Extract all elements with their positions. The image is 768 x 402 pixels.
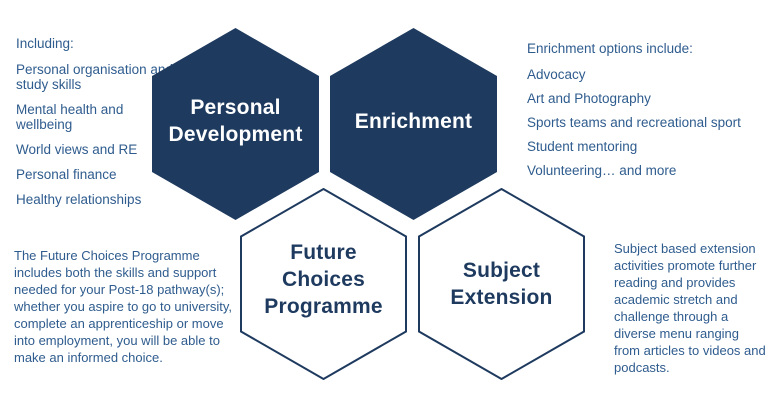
list-item: Mental health and wellbeing xyxy=(16,102,124,132)
hexagon-shape-icon xyxy=(152,28,319,220)
subject-extension-description: Subject based extension activities promo… xyxy=(614,241,766,375)
personal-development-options-list: Including: Personal organisation and stu… xyxy=(16,36,174,217)
hexagon-title-line: Development xyxy=(168,123,303,146)
hexagon-title-line: Choices xyxy=(281,267,366,291)
hexagon-shape-icon xyxy=(240,188,407,380)
hexagon-title: Subject Extension xyxy=(418,188,585,380)
hexagon-title-line: Future xyxy=(290,240,357,264)
hexagon-title: Future Choices Programme xyxy=(240,188,407,380)
hexagon-title-line: Subject xyxy=(462,259,541,282)
hexagon-shape-icon xyxy=(418,188,585,380)
list-item: Personal finance xyxy=(16,167,117,182)
list-item: Personal organisation and study skills xyxy=(16,62,173,92)
list-item: Sports teams and recreational sport xyxy=(527,115,741,130)
list-item: Advocacy xyxy=(527,67,586,82)
list-item: Volunteering… and more xyxy=(527,163,677,178)
hexagon-title: Personal Development xyxy=(152,28,319,220)
hexagon-title: Enrichment xyxy=(330,28,497,220)
enrichment-options-list: Enrichment options include: Advocacy Art… xyxy=(527,41,759,187)
hexagon-title-line: Personal xyxy=(190,96,281,119)
list-item: Art and Photography xyxy=(527,91,651,106)
list-item: Healthy relationships xyxy=(16,192,142,207)
hexagon-title-line: Enrichment xyxy=(354,109,473,133)
hexagon-subject-extension: Subject Extension xyxy=(418,188,585,380)
hexagon-future-choices-programme: Future Choices Programme xyxy=(240,188,407,380)
left-list-heading: Including: xyxy=(16,36,74,51)
hexagon-enrichment: Enrichment xyxy=(330,28,497,220)
list-item: World views and RE xyxy=(16,142,138,157)
hexagon-shape-icon xyxy=(330,28,497,220)
hexagon-personal-development: Personal Development xyxy=(152,28,319,220)
right-list-heading: Enrichment options include: xyxy=(527,41,693,56)
hexagon-title-line: Extension xyxy=(450,286,553,309)
future-choices-description: The Future Choices Programme includes bo… xyxy=(14,248,232,365)
list-item: Student mentoring xyxy=(527,139,638,154)
hexagon-title-line: Programme xyxy=(264,294,383,318)
